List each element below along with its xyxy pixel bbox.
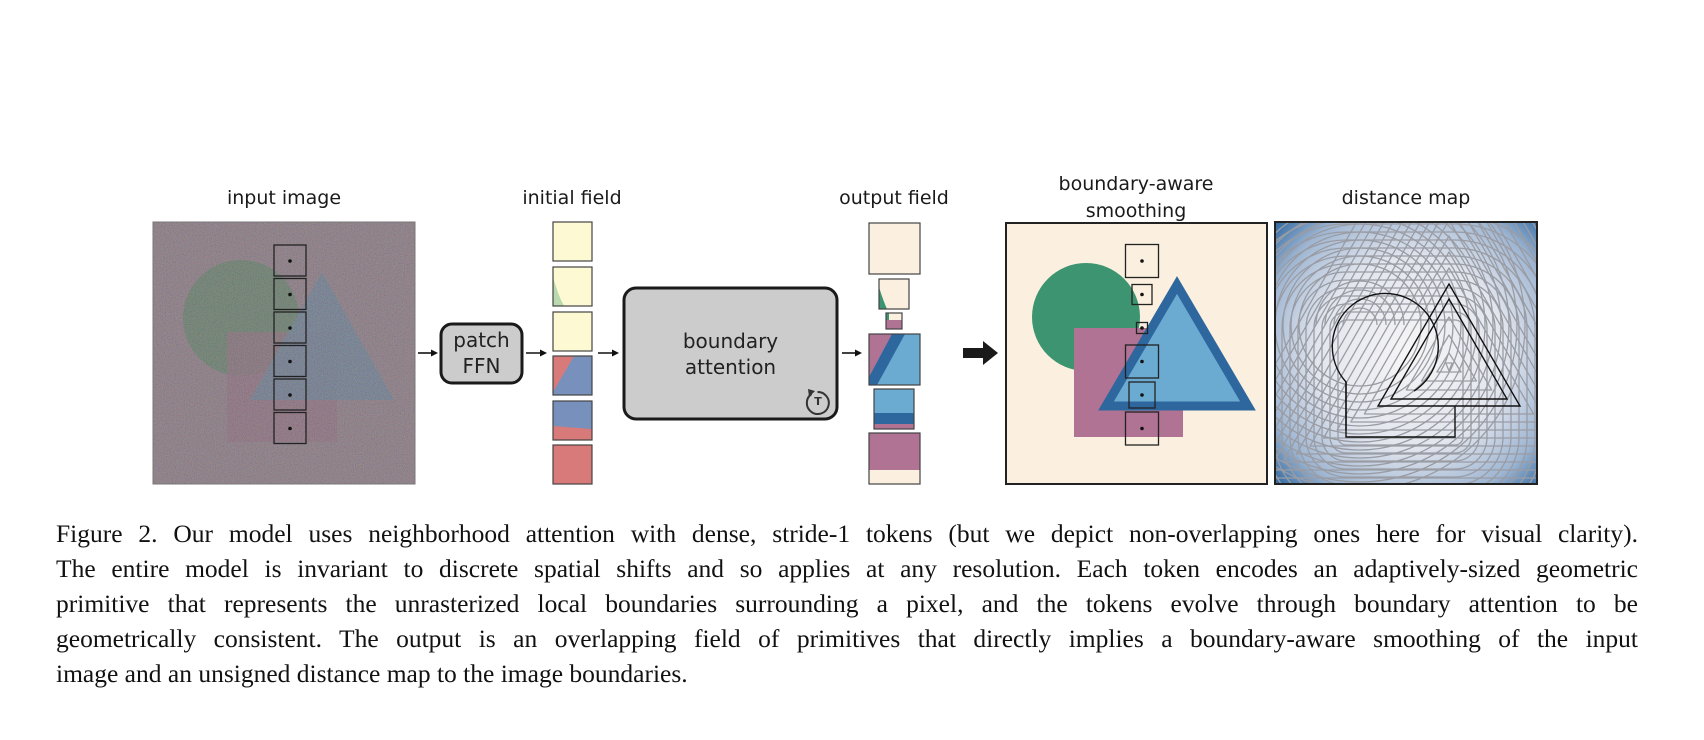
contour-triangle (1275, 222, 1537, 479)
arrow-input-to-ffn (418, 349, 438, 357)
patch-ffn-line2: FFN (462, 354, 501, 378)
input-image-label: input image (226, 187, 342, 209)
smoothing-token-2 (1131, 283, 1153, 306)
patch-ffn-label: patch FFN (441, 327, 522, 379)
smoothing-token-3 (1135, 321, 1149, 335)
contour-circle-inner (1342, 307, 1378, 326)
contour-triangle-inner (1445, 362, 1453, 372)
contour-triangle (1275, 222, 1537, 383)
initial-token-5 (552, 400, 593, 441)
output-field-tokens (868, 222, 921, 485)
boundary-attention-block (622, 286, 839, 421)
input-noise-layer (153, 222, 415, 484)
contour-circle (1275, 222, 1486, 451)
output-token-4 (868, 333, 921, 386)
smoothing-token-column (1124, 243, 1160, 446)
caption-line-1: Figure 2. Our model uses neighborhood at… (56, 519, 1638, 548)
caption-line-4: geometrically consistent. The output is … (56, 624, 1638, 653)
contour-circle (1275, 222, 1510, 475)
arrow-initial-field-to-attention (598, 349, 619, 357)
input-image-border (152, 221, 416, 485)
contour-triangle (1275, 222, 1537, 398)
contour-circle (1275, 222, 1494, 459)
boundary-attention-line2: attention (684, 355, 777, 379)
contour-square (1275, 255, 1528, 484)
smoothing-label-line1: boundary-aware (1058, 173, 1214, 195)
initial-field-tokens (552, 221, 593, 485)
input-token-2 (273, 277, 307, 311)
contour-square (1281, 263, 1520, 484)
distance-map-label: distance map (1341, 187, 1471, 209)
initial-token-4 (552, 355, 593, 396)
initial-token-3 (552, 311, 593, 352)
output-token-2 (878, 278, 910, 310)
output-token-6 (868, 432, 921, 485)
contour-triangle-inner (1420, 334, 1478, 382)
arrow-attention-to-output-field (842, 349, 862, 357)
patch-ffn-line1: patch (453, 328, 510, 352)
input-token-1 (273, 244, 307, 277)
contour-triangle (1275, 222, 1358, 367)
distance-contours (1275, 222, 1537, 484)
contour-triangle (1363, 267, 1535, 415)
input-token-6 (273, 411, 307, 445)
initial-field-label: initial field (522, 187, 622, 209)
contour-triangle (1275, 222, 1537, 471)
caption-line-3: primitive that represents the unrasteriz… (56, 589, 1638, 618)
contour-square (1275, 247, 1536, 484)
contour-triangle-inner (1405, 316, 1493, 391)
contour-square (1275, 223, 1537, 266)
figure-caption: Figure 2. Our model uses neighborhood at… (56, 516, 1638, 691)
initial-token-6 (552, 444, 593, 485)
input-token-3 (273, 311, 307, 344)
big-arrow-to-outputs (963, 341, 998, 365)
distance-map-panel (1274, 221, 1538, 485)
boundary-attention-line1: boundary (682, 329, 779, 353)
contour-circle (1275, 222, 1526, 484)
contour-circle (1275, 222, 1470, 435)
contour-circle (1275, 222, 1502, 467)
smoothing-token-5 (1128, 381, 1156, 409)
boundary-attention-label: boundary attention (624, 328, 837, 380)
contour-circle-inner (1315, 280, 1405, 326)
output-field-label: output field (839, 187, 949, 209)
contour-triangle (1350, 251, 1537, 423)
caption-line-2: The entire model is invariant to discret… (56, 554, 1638, 583)
contour-triangle (1322, 222, 1537, 439)
contour-circle-inner (1324, 289, 1396, 326)
smoothing-token-1 (1124, 243, 1160, 279)
contour-square (1275, 231, 1537, 280)
output-token-1 (868, 222, 921, 275)
smoothing-label-line2: smoothing (1085, 200, 1187, 222)
smoothing-token-4 (1124, 344, 1160, 379)
contour-square (1289, 271, 1512, 484)
output-token-5 (873, 388, 915, 430)
initial-token-1 (552, 221, 593, 262)
repeat-icon-letter: T (814, 395, 822, 408)
contour-triangle (1275, 222, 1537, 430)
contour-circle (1275, 222, 1478, 443)
patch-ffn-block (439, 322, 524, 385)
caption-line-5: image and an unsigned distance map to th… (56, 659, 688, 688)
contour-circle (1275, 222, 1518, 483)
figure-diagram (152, 221, 1538, 485)
distance-boundaries (1331, 282, 1522, 438)
input-image-panel (153, 222, 415, 484)
initial-token-2 (552, 266, 593, 307)
contour-triangle (1336, 235, 1537, 431)
contour-triangle (1282, 222, 1537, 463)
input-token-4 (273, 344, 307, 378)
arrow-ffn-to-initial-field (526, 349, 547, 357)
input-token-column (273, 244, 307, 445)
repeat-icon (805, 389, 830, 415)
input-token-5 (273, 378, 307, 411)
boundary-aware-smoothing-panel (1005, 222, 1268, 485)
output-token-3 (885, 312, 903, 330)
smoothing-token-6 (1124, 411, 1160, 446)
contour-triangle (1275, 222, 1537, 414)
contour-triangle-inner (1436, 352, 1462, 373)
contour-square (1275, 239, 1537, 484)
contour-square (1297, 279, 1504, 484)
